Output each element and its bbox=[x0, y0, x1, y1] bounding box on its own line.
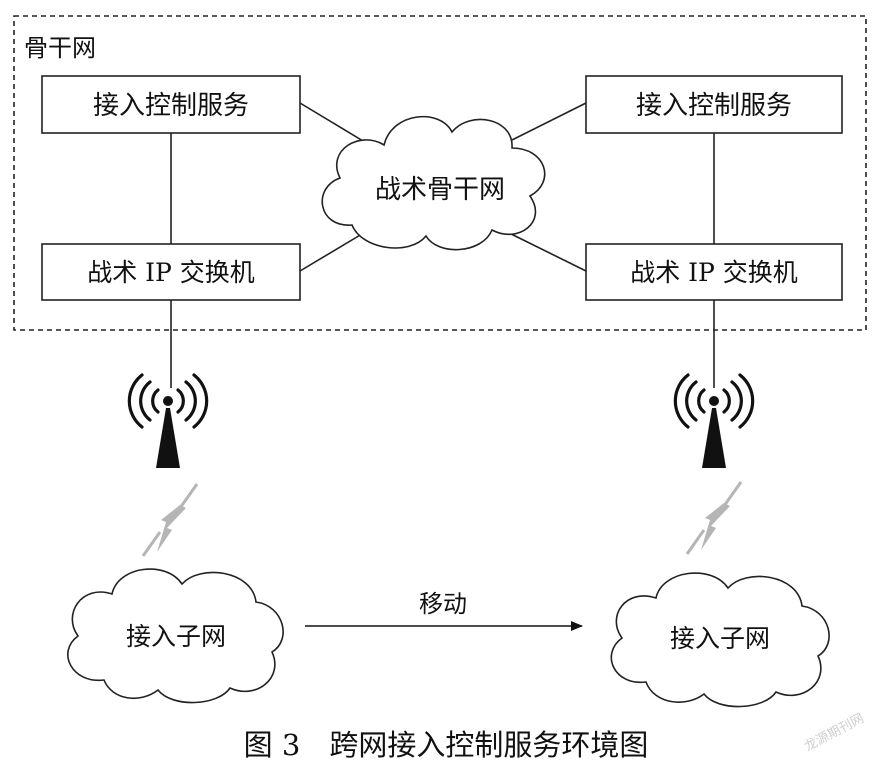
left-switch-label: 战术 IP 交换机 bbox=[87, 258, 255, 287]
figure-caption: 图 3 跨网接入控制服务环境图 bbox=[244, 728, 649, 762]
wireless-lightning-icon bbox=[685, 481, 743, 555]
right-switch-label: 战术 IP 交换机 bbox=[630, 258, 798, 287]
right-access-control-label: 接入控制服务 bbox=[636, 91, 792, 121]
radio-tower-icon bbox=[673, 373, 755, 468]
left-access-control-label: 接入控制服务 bbox=[93, 91, 249, 121]
tactical-backbone-cloud: 战术骨干网 bbox=[321, 115, 546, 251]
left-access-control-box bbox=[41, 75, 301, 134]
left-access-subnet-cloud: 接入子网 bbox=[67, 568, 284, 704]
backbone-region-label: 骨干网 bbox=[24, 34, 96, 62]
right-access-control-box bbox=[585, 75, 843, 134]
watermark: 龙源期刊网 bbox=[802, 711, 866, 755]
movement-label: 移动 bbox=[419, 590, 467, 618]
radio-tower-icon bbox=[127, 373, 209, 468]
wireless-lightning-icon bbox=[141, 483, 199, 557]
left-subnet-label: 接入子网 bbox=[126, 622, 226, 651]
right-access-subnet-cloud: 接入子网 bbox=[610, 572, 830, 708]
left-switch-box bbox=[41, 243, 301, 301]
backbone-region bbox=[13, 15, 867, 331]
right-subnet-label: 接入子网 bbox=[670, 624, 770, 653]
right-access-to-cloud-line bbox=[511, 102, 587, 141]
right-switch-box bbox=[585, 243, 843, 301]
tactical-backbone-label: 战术骨干网 bbox=[375, 175, 505, 205]
